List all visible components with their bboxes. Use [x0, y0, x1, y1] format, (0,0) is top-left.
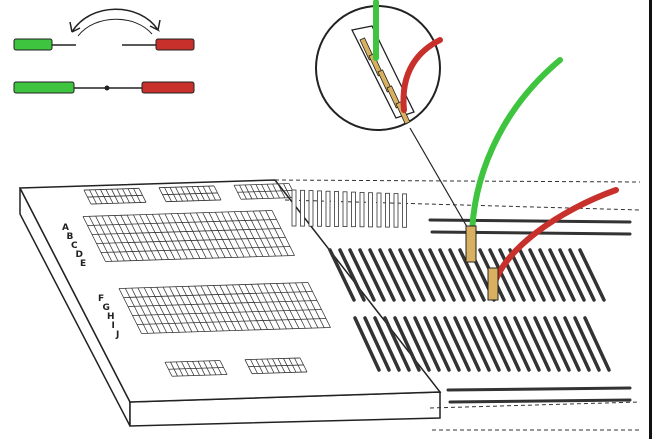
- terminal-strip: [503, 316, 531, 372]
- terminal-strip: [328, 248, 356, 302]
- pin: [393, 193, 399, 228]
- pin: [385, 192, 390, 228]
- red-wire-pin: [487, 267, 499, 301]
- terminal-strip: [453, 316, 481, 372]
- terminal-strip: [568, 248, 596, 302]
- terminal-strip: [353, 316, 381, 372]
- terminal-strip: [523, 316, 551, 372]
- terminal-strip: [548, 248, 576, 302]
- row-label-b: B: [67, 232, 74, 242]
- pin: [359, 191, 365, 228]
- terminal-strip: [578, 248, 606, 302]
- swap-arrow-icon: [69, 8, 161, 37]
- terminal-strip: [498, 248, 526, 302]
- row-label-g: G: [103, 303, 110, 313]
- row-label-j: J: [115, 330, 119, 340]
- terminal-grid-bottom: [118, 282, 331, 334]
- terminal-strip: [388, 248, 416, 302]
- power-strip: [446, 386, 632, 392]
- row-label-c: C: [71, 241, 78, 251]
- terminal-strip: [348, 248, 376, 302]
- terminal-strip: [563, 316, 591, 372]
- terminal-strip: [513, 316, 541, 372]
- terminal-strip: [433, 316, 461, 372]
- pin: [402, 193, 407, 228]
- power-strip: [428, 218, 632, 224]
- pin: [308, 190, 314, 227]
- terminal-strip: [528, 248, 556, 302]
- power-rail-top-1: [158, 185, 222, 203]
- junction-dot: [104, 85, 110, 91]
- terminal-strip: [373, 316, 401, 372]
- wires-disconnected: [13, 38, 195, 51]
- terminal-strip: [483, 316, 511, 372]
- terminal-strip: [543, 316, 571, 372]
- pin: [325, 190, 331, 227]
- zoom-inset: [315, 0, 471, 233]
- terminal-strip: [583, 316, 611, 372]
- terminal-strip: [383, 316, 411, 372]
- row-label-d: D: [76, 250, 83, 260]
- terminal-strip: [553, 316, 581, 372]
- terminal-strip: [393, 316, 421, 372]
- row-label-i: I: [112, 321, 115, 331]
- terminal-strip: [368, 248, 396, 302]
- power-strip: [448, 398, 632, 404]
- terminal-strip: [448, 248, 476, 302]
- row-label-e: E: [80, 259, 86, 269]
- power-rail-top-0: [83, 187, 147, 205]
- terminal-strip: [458, 248, 486, 302]
- row-label-a: A: [62, 223, 69, 233]
- power-rail-bottom-1: [244, 357, 308, 375]
- terminal-strip: [363, 316, 391, 372]
- terminal-strip: [423, 316, 451, 372]
- wires-connected: [13, 81, 195, 94]
- row-label-f: F: [98, 294, 104, 304]
- terminal-strip: [533, 316, 561, 372]
- terminal-strip: [418, 248, 446, 302]
- power-rail-top-2: [233, 183, 297, 200]
- pin: [334, 191, 339, 227]
- inset-clip: [351, 25, 415, 125]
- terminal-strip: [443, 316, 471, 372]
- terminal-strip: [488, 248, 516, 302]
- pin: [342, 191, 348, 228]
- pin: [368, 192, 373, 228]
- terminal-strip: [358, 248, 386, 302]
- terminal-strip: [338, 248, 366, 302]
- green-wire-pin: [465, 225, 477, 263]
- breadboard: [18, 179, 442, 427]
- terminal-grid-top: [82, 210, 295, 262]
- pin: [291, 189, 297, 227]
- terminal-strip: [378, 248, 406, 302]
- terminal-strip: [428, 248, 456, 302]
- terminal-strip: [438, 248, 466, 302]
- terminal-strip: [573, 316, 601, 372]
- pin: [300, 189, 305, 227]
- terminal-strip: [403, 316, 431, 372]
- terminal-strip: [508, 248, 536, 302]
- pin: [317, 190, 322, 227]
- terminal-strip: [463, 316, 491, 372]
- pin: [376, 192, 382, 228]
- terminal-strip: [493, 316, 521, 372]
- power-rail-bottom-0: [164, 360, 228, 377]
- green-wire: [468, 57, 563, 251]
- terminal-strip: [518, 248, 546, 302]
- terminal-strip: [538, 248, 566, 302]
- terminal-strip: [413, 316, 441, 372]
- image-border: [649, 0, 652, 439]
- terminal-strip: [473, 316, 501, 372]
- pin: [351, 191, 356, 228]
- terminal-strip: [558, 248, 586, 302]
- terminal-strip: [408, 248, 436, 302]
- terminal-strip: [398, 248, 426, 302]
- row-label-h: H: [107, 312, 115, 322]
